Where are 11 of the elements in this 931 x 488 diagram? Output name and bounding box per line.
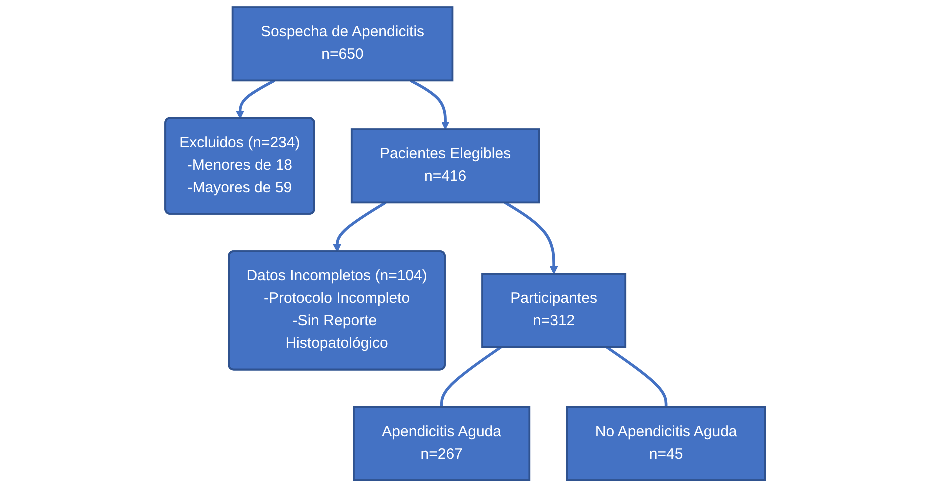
node-box: Participantes n=312	[482, 273, 627, 348]
node-box: Apendicitis Aguda n=267	[353, 406, 531, 482]
node-box: No Apendicitis Aguda n=45	[566, 406, 766, 482]
arrow	[333, 202, 387, 252]
connector	[440, 346, 502, 408]
node-box: Sospecha de Apendicitis n=650	[232, 6, 454, 82]
arrow	[236, 79, 276, 120]
arrow	[410, 79, 450, 130]
arrow	[504, 202, 558, 274]
node-box: Pacientes Elegibles n=416	[350, 128, 540, 204]
connector	[606, 346, 668, 408]
